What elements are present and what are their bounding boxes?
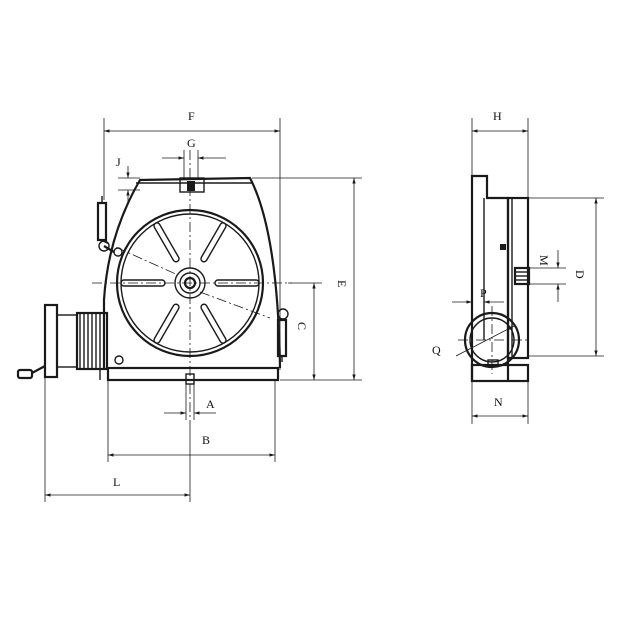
label-n: N <box>494 395 503 409</box>
side-body <box>470 174 530 383</box>
dimension-b: B <box>107 380 276 462</box>
dimension-n: N <box>471 381 529 424</box>
table-body <box>102 176 282 369</box>
dimension-h: H <box>471 109 529 198</box>
label-b: B <box>202 433 210 447</box>
worm-housing <box>455 306 530 374</box>
label-h: H <box>493 109 502 123</box>
label-p: P <box>480 286 487 300</box>
dimension-m: M <box>529 250 566 302</box>
label-d: D <box>573 270 587 279</box>
label-a: A <box>206 397 215 411</box>
clamp-lever-left <box>96 196 123 257</box>
label-g: G <box>187 136 196 150</box>
dimension-j: J <box>116 155 140 202</box>
label-e: E <box>335 280 349 287</box>
side-view: H D M P Q <box>432 109 604 424</box>
label-j: J <box>116 155 121 169</box>
side-stud <box>513 266 531 286</box>
t-slots <box>120 222 260 344</box>
dimension-f: F <box>103 109 281 370</box>
label-c: C <box>295 322 309 330</box>
dimension-a: A <box>164 384 216 420</box>
dimension-q: Q <box>432 343 441 357</box>
handwheel <box>16 303 124 380</box>
dimension-d: D <box>528 197 604 357</box>
dimension-p: P <box>452 286 504 312</box>
label-l: L <box>113 475 120 489</box>
front-centerlines <box>92 150 292 420</box>
label-f: F <box>188 109 195 123</box>
dimension-g: G <box>162 136 226 180</box>
dimension-l: L <box>44 378 191 502</box>
clamp-lever-right <box>276 308 289 362</box>
label-m: M <box>537 255 551 266</box>
front-base <box>106 366 280 385</box>
dimension-c: C <box>288 282 322 380</box>
label-q: Q <box>432 343 441 357</box>
front-view: F G J E C <box>16 109 362 502</box>
dimension-e: E <box>252 177 362 381</box>
